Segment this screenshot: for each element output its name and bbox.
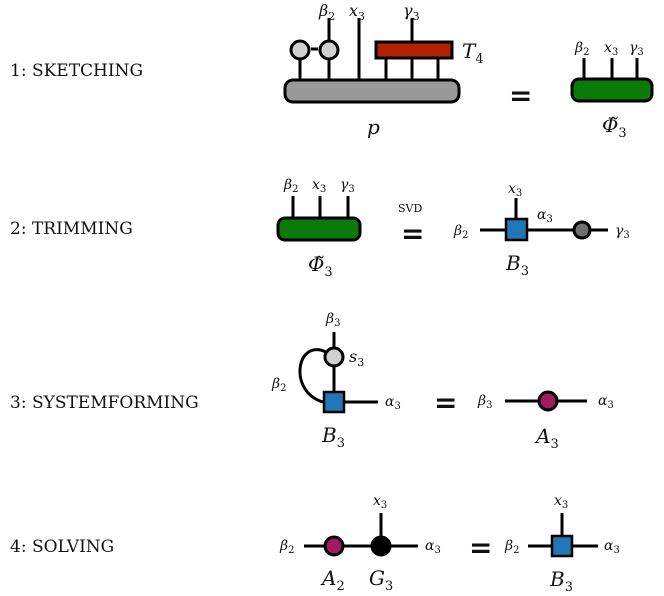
node-b3-solve bbox=[550, 534, 574, 558]
node-b3-trim bbox=[504, 217, 529, 242]
svg-text:α3: α3 bbox=[385, 394, 401, 412]
label-p: p bbox=[367, 115, 380, 139]
step-2-label: 2: TRIMMING bbox=[10, 219, 133, 239]
node-b3-sys bbox=[322, 390, 346, 414]
svg-text:α3: α3 bbox=[537, 207, 553, 225]
svg-text:x3: x3 bbox=[554, 493, 568, 511]
svg-text:α3: α3 bbox=[598, 393, 614, 411]
label-phi3-trim: Φ̃3 bbox=[308, 252, 333, 280]
step-3-label: 3: SYSTEMFORMING bbox=[10, 393, 199, 413]
equals-sign-4: = bbox=[469, 531, 492, 564]
svd-label: SVD bbox=[398, 202, 422, 215]
svg-text:γ3: γ3 bbox=[615, 223, 630, 241]
trim-rhs: β2 x3 α3 γ3 B3 bbox=[453, 181, 630, 279]
svg-text:s3: s3 bbox=[349, 347, 364, 369]
label-a3: A3 bbox=[534, 424, 559, 452]
svg-text:β2: β2 bbox=[271, 376, 286, 394]
svg-text:β2: β2 bbox=[453, 223, 468, 241]
solve-lhs: β2 x3 α3 A2 G3 bbox=[279, 493, 441, 594]
node-a2 bbox=[323, 535, 345, 557]
label-a2: A2 bbox=[320, 566, 345, 594]
svg-text:β2: β2 bbox=[574, 40, 589, 58]
label-b3-sys: B3 bbox=[321, 423, 345, 451]
label-beta2: β2 bbox=[318, 1, 335, 23]
svg-text:x3: x3 bbox=[508, 181, 522, 199]
sketch-lhs: β2 x3 γ3 T4 p bbox=[283, 1, 484, 139]
sys-lhs: β3 s3 β2 α3 B3 bbox=[271, 311, 401, 451]
node-a3 bbox=[537, 390, 559, 412]
svg-text:α3: α3 bbox=[425, 538, 441, 556]
tensor-t4 bbox=[374, 40, 454, 60]
equals-sign-2: = bbox=[401, 217, 424, 250]
step-4-label: 4: SOLVING bbox=[10, 537, 114, 557]
node-light-gray-left bbox=[289, 39, 311, 61]
equals-sign-3: = bbox=[434, 386, 457, 419]
solve-rhs: β2 x3 α3 B3 bbox=[504, 493, 620, 595]
node-dark-gray bbox=[572, 220, 592, 240]
svg-text:x3: x3 bbox=[373, 493, 387, 511]
tensor-p bbox=[283, 78, 461, 104]
svg-text:x3: x3 bbox=[604, 40, 618, 58]
label-gamma3: γ3 bbox=[403, 1, 420, 23]
svg-text:β2: β2 bbox=[283, 177, 298, 195]
svg-text:β3: β3 bbox=[325, 311, 340, 329]
svg-text:γ3: γ3 bbox=[340, 177, 355, 195]
equals-sign-1: = bbox=[509, 79, 532, 112]
label-phi3-sketch: Φ̃3 bbox=[602, 113, 627, 141]
svg-text:x3: x3 bbox=[312, 177, 326, 195]
tensor-phi3-sketch bbox=[570, 77, 654, 103]
label-g3: G3 bbox=[369, 566, 393, 594]
sketch-rhs: β2 x3 γ3 Φ̃3 bbox=[570, 40, 654, 141]
svg-text:β2: β2 bbox=[504, 538, 519, 556]
label-b3-solve: B3 bbox=[549, 567, 573, 595]
svg-text:α3: α3 bbox=[604, 538, 620, 556]
tensor-phi3-trim bbox=[276, 216, 362, 242]
svg-text:γ3: γ3 bbox=[629, 40, 644, 58]
trim-lhs: β2 x3 γ3 Φ̃3 bbox=[276, 177, 362, 280]
step-1-label: 1: SKETCHING bbox=[10, 61, 143, 81]
svg-text:β3: β3 bbox=[477, 393, 492, 411]
label-x3: x3 bbox=[349, 1, 365, 23]
node-g3 bbox=[370, 535, 392, 557]
node-s3 bbox=[323, 346, 345, 368]
label-b3-trim: B3 bbox=[505, 251, 529, 279]
node-light-gray-right bbox=[318, 39, 340, 61]
svg-text:β2: β2 bbox=[279, 538, 294, 556]
label-t4: T4 bbox=[462, 39, 484, 67]
sys-rhs: β3 α3 A3 bbox=[477, 390, 614, 452]
